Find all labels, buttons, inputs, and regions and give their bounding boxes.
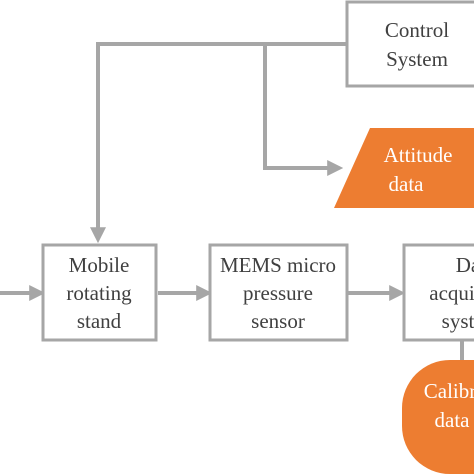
- mobile-stand-label-line1: Mobile: [69, 253, 130, 277]
- data-acquisition-label-line3: syst: [442, 309, 474, 333]
- mems-sensor-node: MEMS micro pressure sensor: [208, 243, 349, 342]
- attitude-data-label-line1: Attitude: [384, 143, 453, 167]
- mems-sensor-label-line1: MEMS micro: [220, 253, 336, 277]
- calibration-data-node: Calibr data: [402, 360, 474, 474]
- data-acquisition-node: Da acqui syst: [402, 243, 474, 342]
- calibration-data-label-line1: Calibr: [424, 379, 474, 403]
- data-acquisition-label-line2: acqui: [429, 281, 474, 305]
- attitude-data-node: Attitude data: [334, 128, 474, 208]
- mems-sensor-label-line3: sensor: [251, 309, 305, 333]
- attitude-data-label-line2: data: [389, 172, 425, 196]
- data-acquisition-label-line1: Da: [456, 253, 474, 277]
- connector-control-to-attitude: [263, 44, 344, 176]
- mobile-stand-label-line2: rotating: [66, 281, 132, 305]
- mobile-stand-label-line3: stand: [77, 309, 122, 333]
- connector-control-to-stand: [90, 42, 347, 244]
- control-system-node: Control System: [345, 0, 474, 88]
- control-system-label-line2: System: [386, 47, 448, 71]
- mems-sensor-label-line2: pressure: [243, 281, 313, 305]
- mobile-rotating-stand-node: Mobile rotating stand: [41, 243, 158, 342]
- calibration-data-label-line2: data: [435, 408, 471, 432]
- control-system-label-line1: Control: [385, 18, 449, 42]
